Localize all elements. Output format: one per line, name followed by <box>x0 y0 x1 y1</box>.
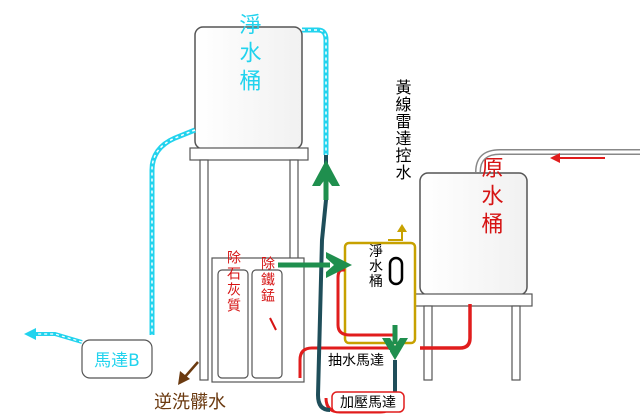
small-clean-tank: 淨水桶 <box>343 241 417 345</box>
clean-tank-label: 淨水桶 <box>236 13 262 97</box>
raw-water-tank: 原水桶 <box>413 156 533 381</box>
backwash-label: 逆洗髒水 <box>154 392 226 413</box>
clean-water-pipes <box>24 27 329 344</box>
motor-b: 馬達B <box>81 339 153 379</box>
clean-water-tank: 淨水桶 <box>189 13 309 381</box>
radar-note: 黃線雷達控水 <box>393 79 412 181</box>
pump-draw-label: 抽水馬達 <box>328 353 384 369</box>
down-arrow-icon <box>382 338 408 360</box>
up-arrow-icon <box>312 160 340 186</box>
pump-boost: 加壓馬達 <box>331 391 405 413</box>
motor-b-label: 馬達B <box>94 351 140 371</box>
pump-boost-label: 加壓馬達 <box>340 395 396 411</box>
right-arrow-icon <box>326 252 352 278</box>
filter-stone-label: 除石灰質 <box>225 250 241 314</box>
raw-tank-label: 原水桶 <box>478 156 504 240</box>
backwash-arrow-icon <box>178 371 190 385</box>
filter-cabinet: 除石灰質 除鐵錳 <box>211 250 305 383</box>
flow-arrows <box>278 160 408 360</box>
radar-wire <box>388 224 407 241</box>
small-tank-label: 淨水桶 <box>367 244 383 289</box>
backwash: 逆洗髒水 <box>154 361 226 413</box>
filter-iron-label: 除鐵錳 <box>259 256 275 304</box>
pump-draw: 抽水馬達 <box>322 350 390 370</box>
